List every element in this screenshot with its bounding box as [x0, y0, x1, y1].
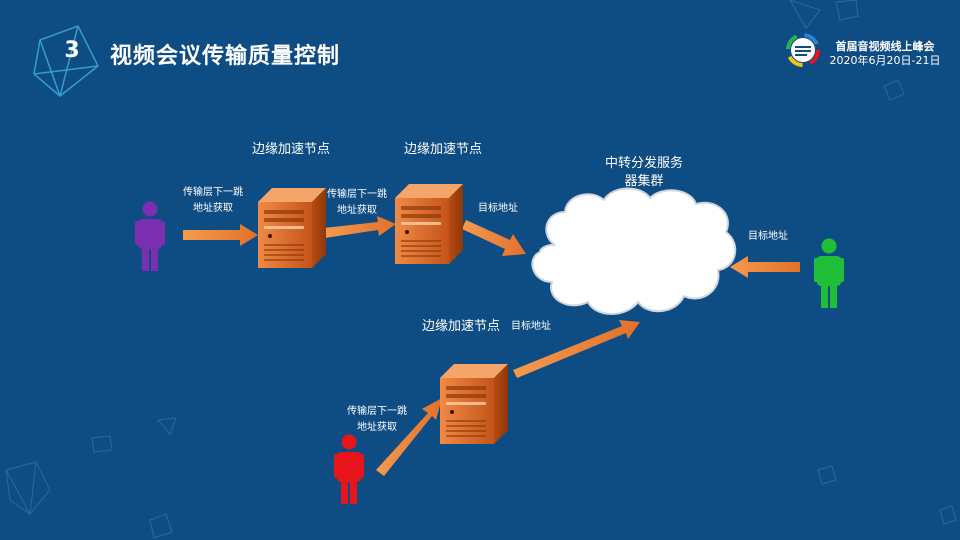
section-number: 3	[64, 38, 80, 63]
label-node1-to-node2: 传输层下一跳地址获取	[327, 189, 387, 216]
arrow-red-to-node3	[376, 398, 442, 476]
edge-server-2	[395, 184, 463, 264]
edge-node-3-label: 边缘加速节点	[421, 319, 500, 334]
page-title: 视频会议传输质量控制	[110, 44, 341, 69]
arrow-node3-to-cloud	[513, 320, 640, 378]
label-purple-to-node1: 传输层下一跳地址获取	[183, 187, 243, 214]
section-badge-icon	[33, 25, 99, 97]
small-decor-left	[91, 417, 177, 539]
arrow-green-to-cloud	[730, 256, 800, 278]
purple-user-icon	[135, 201, 165, 271]
green-user-icon	[814, 238, 844, 308]
label-red-to-node3: 传输层下一跳地址获取	[347, 406, 407, 433]
small-decor-right	[817, 465, 957, 525]
red-user-icon	[334, 434, 364, 504]
label-node3-to-cloud: 目标地址	[511, 321, 551, 332]
gem-decor-left	[5, 461, 51, 515]
edge-server-3	[440, 364, 508, 444]
event-date: 2020年6月20日-21日	[829, 54, 941, 67]
arrow-node2-to-cloud	[462, 220, 526, 256]
event-info: 首届音视频线上峰会 2020年6月20日-21日	[820, 40, 950, 68]
label-node2-to-cloud: 目标地址	[478, 203, 518, 214]
arrow-purple-to-node1	[183, 224, 258, 246]
relay-cluster-label: 中转分发服务器集群	[604, 156, 683, 189]
arrow-node1-to-node2	[324, 216, 396, 238]
relay-cluster-cloud	[531, 187, 737, 315]
edge-server-1	[258, 188, 326, 268]
label-green-to-cloud: 目标地址	[748, 231, 788, 242]
edge-node-1-label: 边缘加速节点	[251, 142, 330, 157]
arrows	[183, 216, 800, 476]
event-name: 首届音视频线上峰会	[835, 40, 935, 53]
crystal-decor-top-right	[789, 0, 859, 30]
cube-decor-right	[883, 79, 905, 101]
event-logo-icon	[786, 33, 820, 67]
edge-node-2-label: 边缘加速节点	[403, 142, 482, 157]
